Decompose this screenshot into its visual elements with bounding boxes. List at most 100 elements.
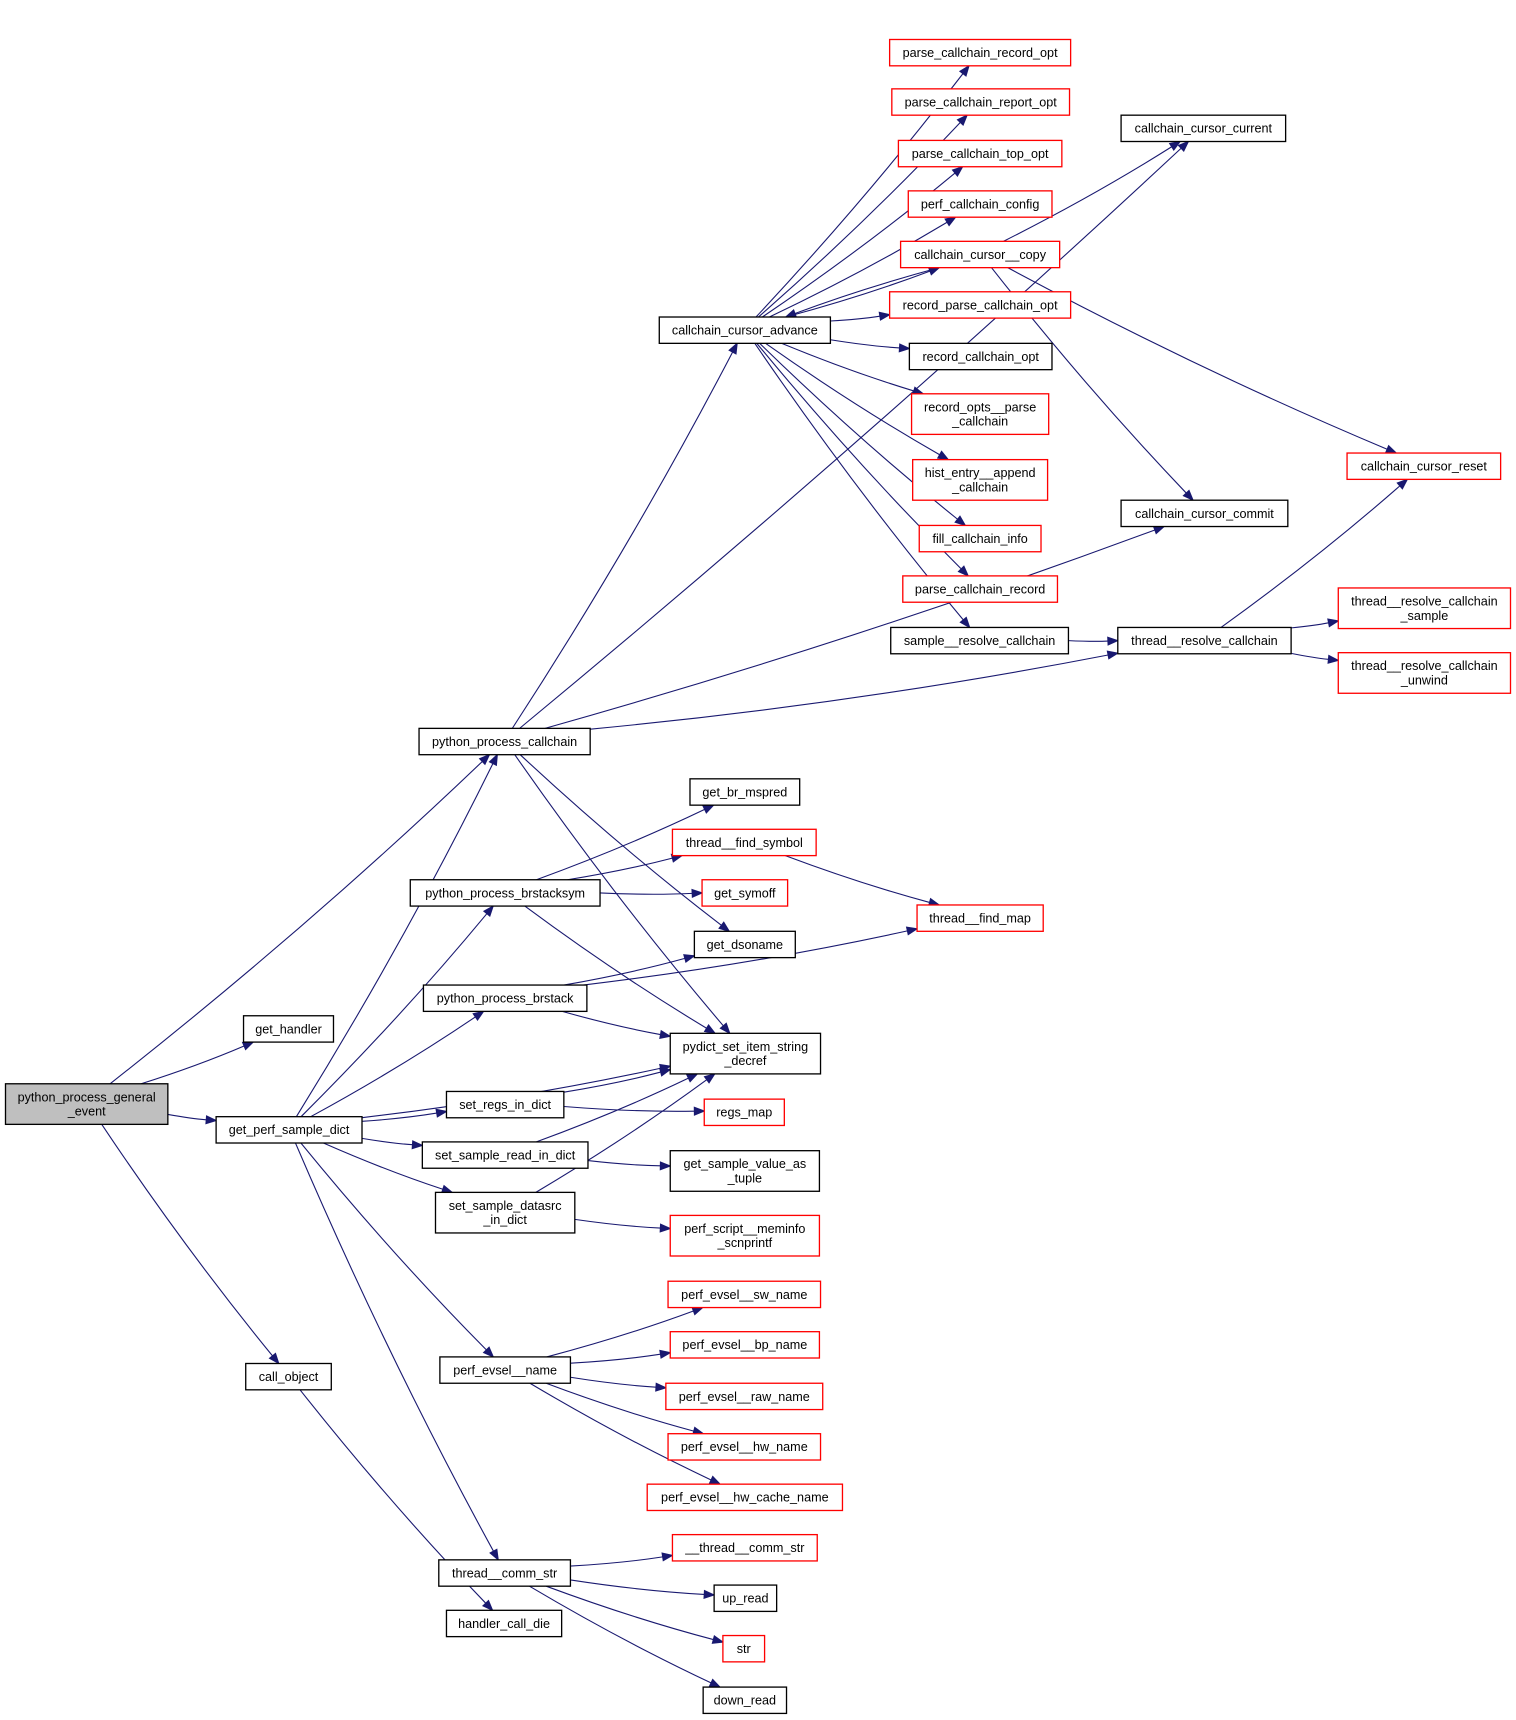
arrowhead-icon [659, 1223, 672, 1233]
node-fill-callchain-info[interactable]: fill_callchain_info [918, 524, 1042, 553]
node-regs-map[interactable]: regs_map [703, 1098, 785, 1127]
node-perf-script-meminfo-scnprintf[interactable]: perf_script__meminfo_scnprintf [669, 1214, 821, 1257]
node-parse-callchain-top-opt[interactable]: parse_callchain_top_opt [897, 139, 1063, 168]
edge-line [1220, 485, 1401, 628]
edge-line [785, 270, 931, 318]
node-record-callchain-opt[interactable]: record_callchain_opt [908, 342, 1053, 371]
arrowhead-icon [956, 114, 969, 126]
node-up-read[interactable]: up_read [713, 1584, 778, 1613]
node-get-perf-sample-dict[interactable]: get_perf_sample_dict [215, 1116, 363, 1144]
node-python-process-general-event[interactable]: python_process_general_event [4, 1083, 169, 1126]
node-perf-evsel-name[interactable]: perf_evsel__name [439, 1356, 572, 1384]
arrowhead-icon [944, 216, 957, 227]
arrowhead-icon [1182, 489, 1195, 502]
edge-line [563, 957, 686, 986]
node-python-process-brstacksym[interactable]: python_process_brstacksym [409, 879, 601, 907]
node-label: _scnprintf [717, 1236, 773, 1250]
node-callchain-cursor-copy[interactable]: callchain_cursor__copy [899, 240, 1061, 269]
node-python-process-brstack[interactable]: python_process_brstack [422, 984, 588, 1013]
node-thread-resolve-callchain-sample[interactable]: thread__resolve_callchain_sample [1337, 587, 1512, 630]
node-parse-callchain-record[interactable]: parse_callchain_record [902, 575, 1059, 603]
node-thread-resolve-callchain[interactable]: thread__resolve_callchain [1117, 626, 1292, 655]
node-perf-evsel-raw-name[interactable]: perf_evsel__raw_name [665, 1382, 824, 1411]
node-parse-callchain-report-opt[interactable]: parse_callchain_report_opt [891, 88, 1071, 116]
node-call-object[interactable]: call_object [245, 1362, 332, 1391]
node-parse-callchain-record-opt[interactable]: parse_callchain_record_opt [888, 38, 1072, 67]
node-record-opts-parse-callchain[interactable]: record_opts__parse_callchain [910, 393, 1050, 436]
node-set-regs-in-dict[interactable]: set_regs_in_dict [445, 1090, 565, 1119]
node-get-sample-value-as-tuple[interactable]: get_sample_value_as_tuple [669, 1150, 821, 1192]
node-set-sample-datasrc-in-dict[interactable]: set_sample_datasrc_in_dict [434, 1191, 576, 1234]
node-box [907, 190, 1053, 218]
edge-line [765, 342, 940, 456]
arrowhead-icon [482, 1346, 495, 1358]
arrowhead-icon [489, 1548, 499, 1562]
node-get-symoff[interactable]: get_symoff [701, 879, 789, 907]
node-label: callchain_cursor_advance [672, 324, 818, 338]
edge-line [600, 892, 693, 895]
node-box [658, 316, 832, 344]
arrowhead-icon [954, 515, 967, 527]
node-pydict-set-item-string-decref[interactable]: pydict_set_item_string_decref [669, 1032, 822, 1075]
node-str[interactable]: str [722, 1634, 766, 1663]
node-label: parse_callchain_top_opt [912, 147, 1049, 161]
node-python-process-callchain[interactable]: python_process_callchain [418, 727, 591, 756]
node-sample-resolve-callchain[interactable]: sample__resolve_callchain [890, 626, 1070, 655]
node-thread-comm-str[interactable]: thread__comm_str [438, 1559, 572, 1587]
node-get-br-mspred[interactable]: get_br_mspred [689, 778, 801, 806]
arrowhead-icon [472, 1010, 485, 1022]
node-box [669, 1150, 821, 1192]
edge-callchain-cursor-advance-to-hist-entry-append-callchain [765, 342, 950, 461]
node-callchain-cursor-advance[interactable]: callchain_cursor_advance [658, 316, 832, 344]
node-perf-callchain-config[interactable]: perf_callchain_config [907, 190, 1053, 218]
node-perf-evsel-hw-cache-name[interactable]: perf_evsel__hw_cache_name [646, 1483, 844, 1512]
node-callchain-cursor-current[interactable]: callchain_cursor_current [1120, 114, 1287, 143]
nodes-layer: python_process_general_eventget_handlerg… [4, 38, 1512, 1715]
node-box [897, 139, 1063, 168]
node-label: record_opts__parse [924, 400, 1036, 414]
node-thread-find-map[interactable]: thread__find_map [916, 904, 1044, 932]
node-thread-resolve-callchain-unwind[interactable]: thread__resolve_callchain_unwind [1337, 652, 1512, 694]
node-label: _callchain [951, 415, 1008, 429]
node-perf-evsel-bp-name[interactable]: perf_evsel__bp_name [669, 1331, 821, 1359]
arrowhead-icon [659, 1161, 672, 1171]
node-label: parse_callchain_report_opt [905, 95, 1058, 109]
node-callchain-cursor-reset[interactable]: callchain_cursor_reset [1346, 452, 1502, 481]
node-label: thread__comm_str [452, 1566, 557, 1580]
node-hist-entry-append-callchain[interactable]: hist_entry__append_callchain [912, 458, 1049, 501]
arrowhead-icon [703, 1589, 716, 1600]
node-box [703, 1098, 785, 1127]
node-box [421, 1141, 589, 1169]
node-callchain-cursor-commit[interactable]: callchain_cursor_commit [1120, 499, 1289, 528]
node-thread-find-symbol[interactable]: thread__find_symbol [671, 828, 817, 857]
arrowhead-icon [784, 309, 798, 318]
edge-sample-resolve-callchain-to-thread-resolve-callchain [1068, 636, 1120, 646]
node-box [409, 879, 601, 907]
node-box [1337, 652, 1512, 694]
arrowhead-icon [691, 888, 704, 899]
node-perf-evsel-hw-name[interactable]: perf_evsel__hw_name [667, 1433, 822, 1461]
node-label: perf_evsel__hw_cache_name [661, 1491, 829, 1505]
node-thread-comm-str[interactable]: __thread__comm_str [671, 1533, 818, 1562]
node-handler-call-die[interactable]: handler_call_die [445, 1609, 563, 1638]
edge-line [167, 1113, 207, 1121]
node-set-sample-read-in-dict[interactable]: set_sample_read_in_dict [421, 1141, 589, 1169]
node-box [671, 1533, 818, 1562]
arrowhead-icon [655, 1382, 668, 1392]
node-down-read[interactable]: down_read [702, 1686, 788, 1715]
node-label: get_symoff [714, 886, 776, 900]
node-box [669, 1331, 821, 1359]
edge-get-perf-sample-dict-to-python-process-brstacksym [300, 904, 495, 1118]
edge-line [562, 1010, 661, 1036]
node-get-handler[interactable]: get_handler [242, 1015, 335, 1043]
node-label: sample__resolve_callchain [904, 634, 1055, 648]
edge-perf-evsel-name-to-perf-evsel-hw-cache-name [529, 1382, 722, 1485]
node-record-parse-callchain-opt[interactable]: record_parse_callchain_opt [888, 291, 1072, 319]
node-get-dsoname[interactable]: get_dsoname [693, 930, 796, 959]
edge-line [563, 1071, 661, 1093]
node-box [1120, 499, 1289, 528]
node-label: __thread__comm_str [684, 1541, 804, 1555]
node-perf-evsel-sw-name[interactable]: perf_evsel__sw_name [667, 1280, 822, 1309]
edge-python-process-brstack-to-thread-find-map [583, 926, 919, 986]
edge-python-process-brstacksym-to-get-symoff [600, 888, 704, 899]
